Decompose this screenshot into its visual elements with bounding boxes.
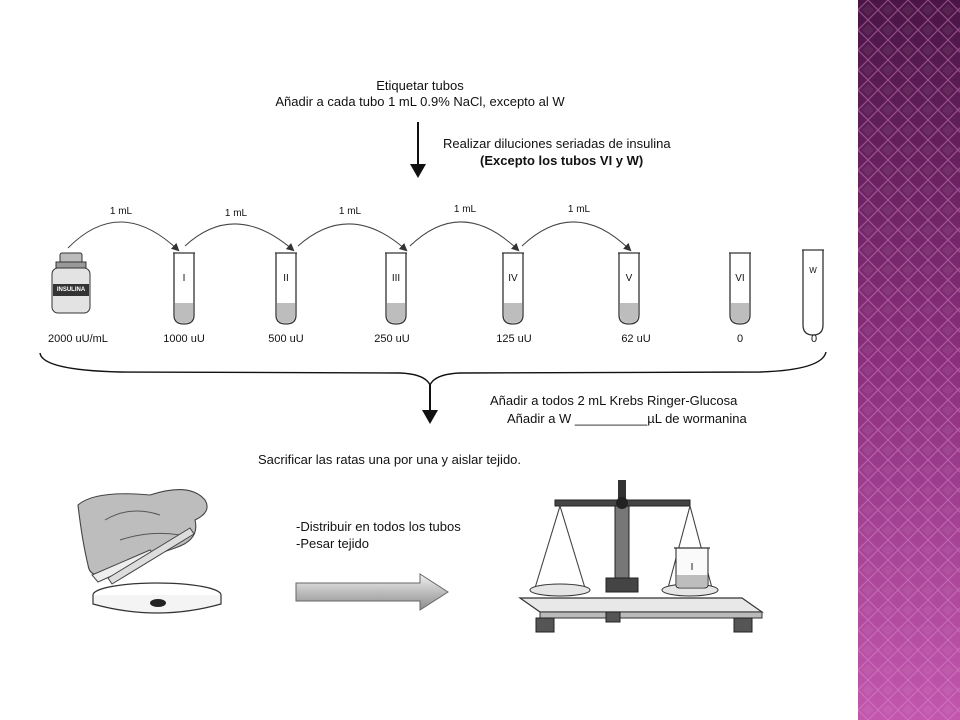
tube-label-III: III: [391, 273, 401, 284]
header-line-2: Añadir a cada tubo 1 mL 0.9% NaCl, excep…: [275, 94, 565, 109]
transfer-label-3: 1 mL: [338, 206, 362, 217]
tube-label-I: I: [182, 273, 186, 284]
balance-icon: [518, 480, 764, 633]
tube-II: [275, 252, 297, 325]
down-arrow-1: [410, 122, 426, 178]
decorative-side-panel: [858, 0, 960, 720]
dilution-step-line-1: Realizar diluciones seriadas de insulina: [443, 136, 671, 151]
transfer-label-4: 1 mL: [453, 204, 477, 215]
tube-amount-VI: 0: [736, 333, 744, 345]
tube-W: [802, 249, 824, 336]
transfer-arc-3: [297, 223, 408, 252]
process-step-2: -Pesar tejido: [296, 536, 369, 551]
insulin-bottle-icon: [51, 252, 91, 314]
tube-amount-II: 500 uU: [268, 333, 304, 345]
grouping-brace: [39, 351, 827, 387]
add-step-line-2: Añadir a W __________µL de wormanina: [507, 411, 747, 426]
tube-label-V: V: [625, 273, 633, 284]
tube-amount-III: 250 uU: [374, 333, 410, 345]
dissection-hand-icon: [77, 489, 222, 614]
tube-amount-I: 1000 uU: [163, 333, 205, 345]
bottle-label: INSULINA: [56, 287, 86, 293]
tube-amount-V: 62 uU: [621, 333, 651, 345]
transfer-label-5: 1 mL: [567, 204, 591, 215]
transfer-arcs: [67, 221, 632, 252]
tube-VI: [729, 252, 751, 325]
tube-label-IV: IV: [508, 273, 518, 284]
dilution-step-line-2: (Excepto los tubos VI y W): [480, 153, 644, 168]
process-arrow: [295, 573, 449, 611]
sacrifice-step: Sacrificar las ratas una por una y aisla…: [258, 452, 522, 467]
stock-concentration: 2000 uU/mL: [48, 333, 108, 345]
transfer-arc-1: [67, 221, 180, 252]
tube-I: [173, 252, 195, 325]
tube-IV: [502, 252, 524, 325]
tube-amount-W: 0: [810, 333, 818, 345]
transfer-label-2: 1 mL: [224, 208, 248, 219]
down-arrow-2: [422, 385, 438, 424]
transfer-arc-2: [184, 223, 295, 252]
beaker-label: I: [690, 562, 694, 573]
process-step-1: -Distribuir en todos los tubos: [296, 519, 461, 534]
diamond-pattern: [858, 0, 960, 720]
add-step-line-1: Añadir a todos 2 mL Krebs Ringer-Glucosa: [490, 393, 738, 408]
tube-label-VI: VI: [735, 273, 745, 284]
tube-label-II: II: [283, 273, 289, 284]
protocol-diagram: [39, 122, 827, 633]
tube-label-W: W: [809, 266, 817, 275]
transfer-arc-5: [521, 221, 632, 252]
header-line-1: Etiquetar tubos: [376, 78, 464, 93]
tube-amount-IV: 125 uU: [496, 333, 532, 345]
transfer-label-1: 1 mL: [109, 206, 133, 217]
tube-III: [385, 252, 407, 325]
transfer-arc-4: [409, 221, 520, 252]
tube-V: [618, 252, 640, 325]
